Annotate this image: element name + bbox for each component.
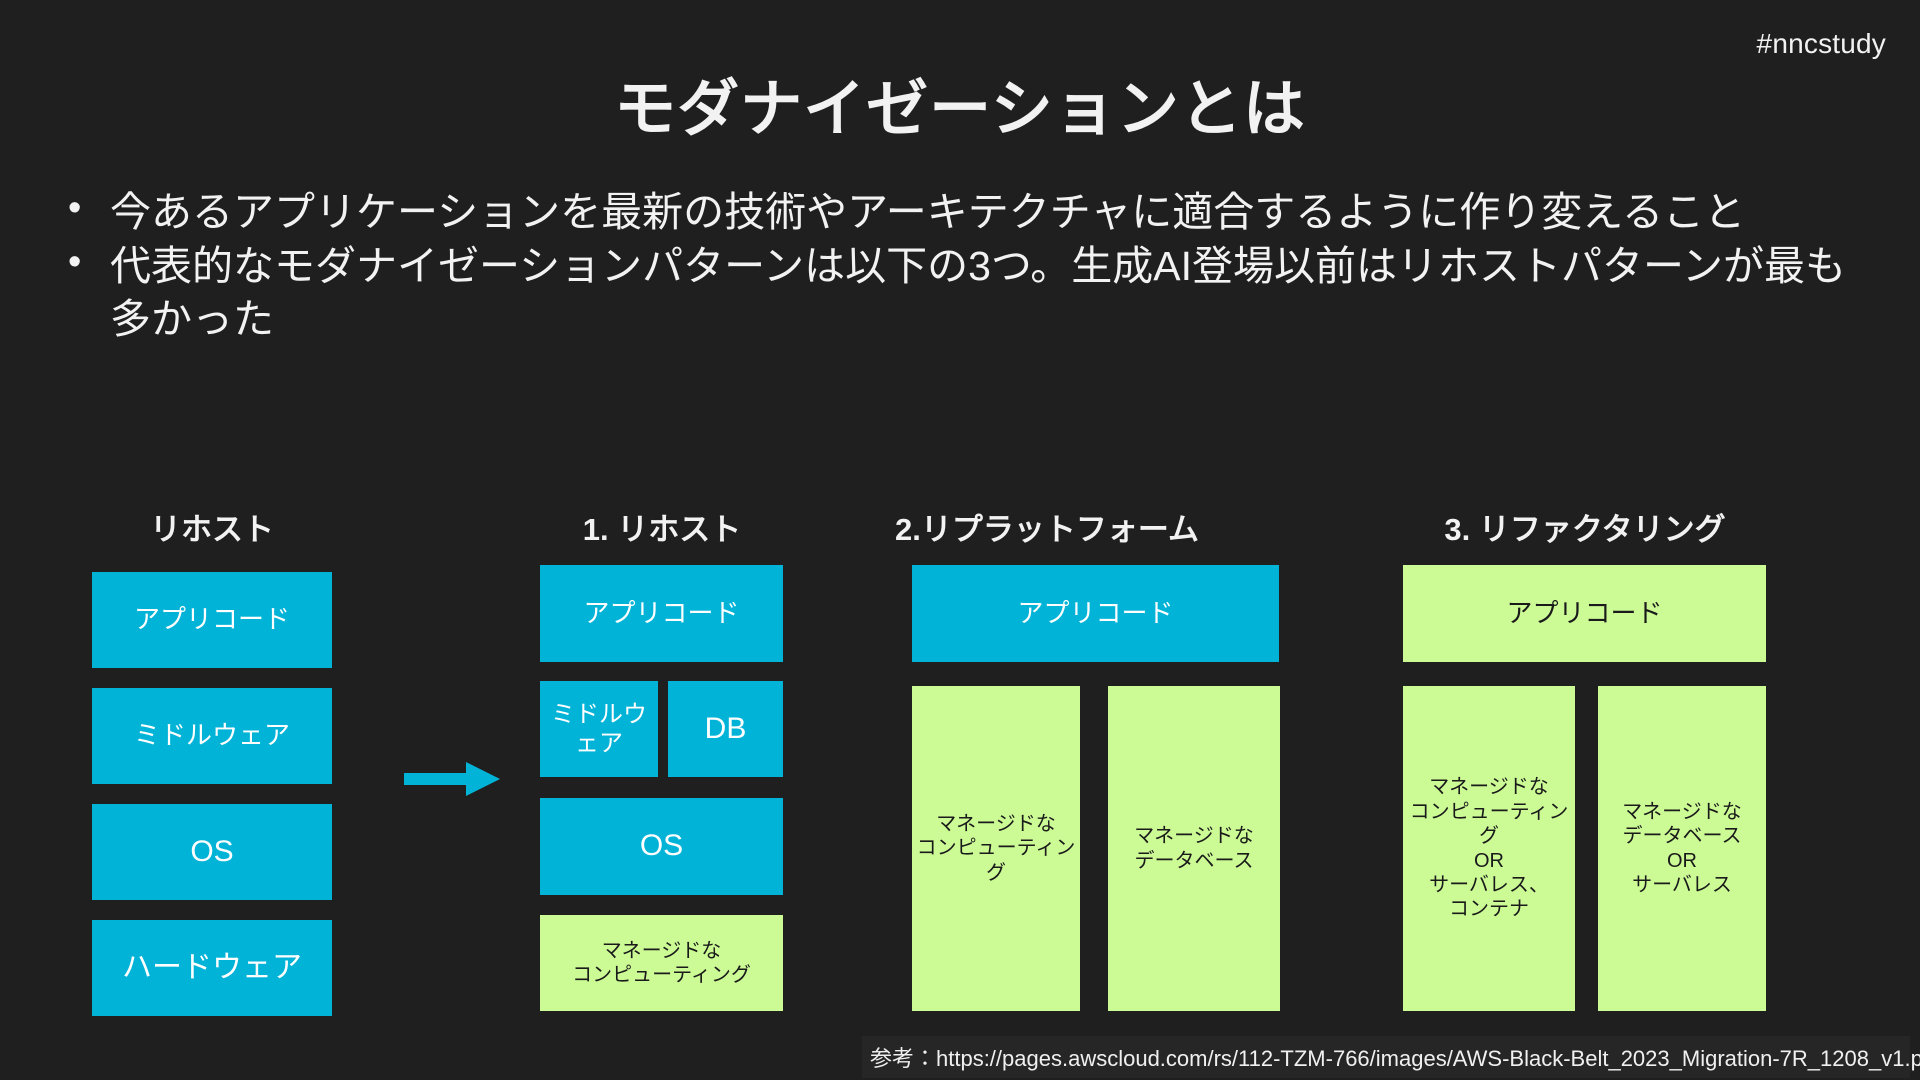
- column-title-replatform: 2.リプラットフォーム: [895, 512, 1199, 547]
- block-app-code-col4[interactable]: アプリコード: [1403, 565, 1766, 662]
- column-title-rehost-before: リホスト: [150, 512, 274, 547]
- arrow-right-icon: [404, 762, 500, 796]
- block-db-col2[interactable]: DB: [668, 681, 783, 777]
- block-middleware-col1[interactable]: ミドルウェア: [92, 688, 332, 784]
- block-os-col1[interactable]: OS: [92, 804, 332, 900]
- block-managed-database-col3[interactable]: マネージドなデータベース: [1108, 686, 1280, 1011]
- bullet-list: 今あるアプリケーションを最新の技術やアーキテクチャに適合するように作り変えること…: [62, 184, 1852, 347]
- bullet-item-1: 今あるアプリケーションを最新の技術やアーキテクチャに適合するように作り変えること: [62, 184, 1852, 238]
- hashtag-label: #nncstudy: [1756, 28, 1886, 59]
- column-title-refactor: 3. リファクタリング: [1444, 512, 1726, 547]
- bullet-item-2: 代表的なモダナイゼーションパターンは以下の3つ。生成AI登場以前はリホストパター…: [62, 238, 1852, 345]
- block-managed-compute-col3[interactable]: マネージドなコンピューティング: [912, 686, 1080, 1011]
- block-hardware-col1[interactable]: ハードウェア: [92, 920, 332, 1016]
- block-middleware-col2[interactable]: ミドルウェア: [540, 681, 658, 777]
- reference-footer: 参考：https://pages.awscloud.com/rs/112-TZM…: [862, 1036, 1920, 1078]
- column-title-rehost: 1. リホスト: [582, 512, 742, 547]
- block-app-code-col3[interactable]: アプリコード: [912, 565, 1279, 662]
- page-title: モダナイゼーションとは: [614, 75, 1306, 144]
- block-app-code-col2[interactable]: アプリコード: [540, 565, 783, 662]
- reference-link[interactable]: 参考：https://pages.awscloud.com/rs/112-TZM…: [870, 1046, 1920, 1071]
- block-managed-compute-col2[interactable]: マネージドなコンピューティング: [540, 915, 783, 1011]
- block-app-code-col1[interactable]: アプリコード: [92, 572, 332, 668]
- block-os-col2[interactable]: OS: [540, 798, 783, 895]
